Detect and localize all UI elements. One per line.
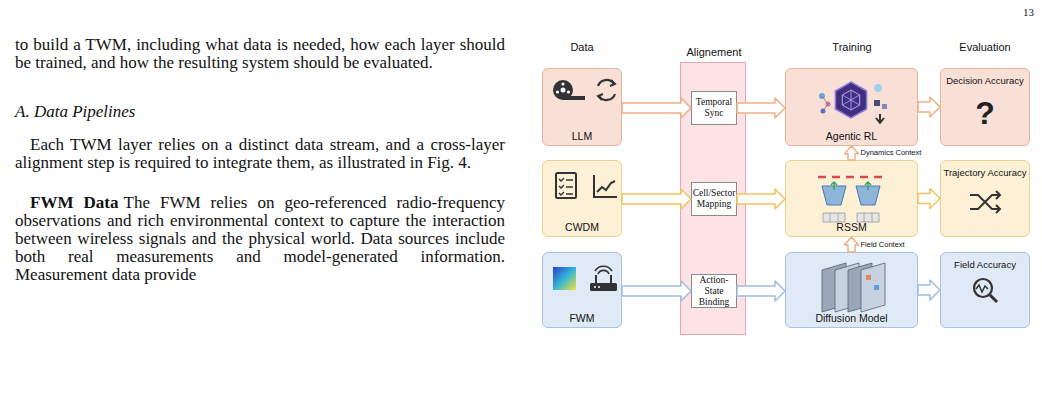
flow-arrow [918,97,940,117]
node-label: Alignement [656,46,772,58]
body-paragraph: FWM DataThe FWM relies on geo-referenced… [15,194,505,284]
node-label: Cell/Sector Mapping [692,188,736,210]
training-box: Diffusion Model [785,252,918,328]
body-paragraph: Each TWM layer relies on a distinct data… [15,136,505,172]
flow-arrow [845,237,859,252]
node-label: FWM [543,312,621,324]
evaluation-box: Decision Accuracy? [940,68,1030,146]
edge-label: Dynamics Context [861,148,922,157]
data-source-box: LLM [542,68,622,146]
data-source-box: CWDM [542,160,622,237]
node-label: RSSM [786,221,917,233]
data-source-box: FWM [542,252,622,328]
column-heading: Evaluation [935,41,1035,53]
alignment-band: AlignementTemporal SyncCell/Sector Mappi… [680,62,746,335]
body-paragraph: to build a TWM, including what data is n… [15,36,505,72]
alignment-step: Temporal Sync [691,91,737,125]
node-label: Temporal Sync [692,97,736,119]
node-label: CWDM [543,221,621,233]
node-label: Field Accuracy [941,259,1029,270]
node-label: Agentic RL [786,130,917,142]
edge-label: Field Context [861,240,905,249]
alignment-step: Cell/Sector Mapping [691,182,737,216]
result-symbol: ? [941,95,1029,132]
column-heading: Training [802,41,902,53]
training-box: Agentic RL [785,68,918,146]
page-number: 13 [1000,6,1034,18]
column-heading: Data [532,41,632,53]
alignment-step: Action-State Binding [691,274,737,308]
node-label: Trajectory Accuracy [941,167,1029,178]
section-heading: A. Data Pipelines [15,103,505,121]
flow-arrow [845,146,859,160]
flow-arrow [918,189,940,209]
run-in-heading: FWM Data [30,193,124,212]
node-label: Decision Accuracy [941,75,1029,86]
evaluation-box: Field Accuracy [940,252,1030,328]
node-label: LLM [543,130,621,142]
node-label: Diffusion Model [786,312,917,324]
training-box: RSSM [785,160,918,237]
flow-arrow [918,280,940,300]
evaluation-box: Trajectory Accuracy [940,160,1030,237]
node-label: Action-State Binding [692,275,736,308]
